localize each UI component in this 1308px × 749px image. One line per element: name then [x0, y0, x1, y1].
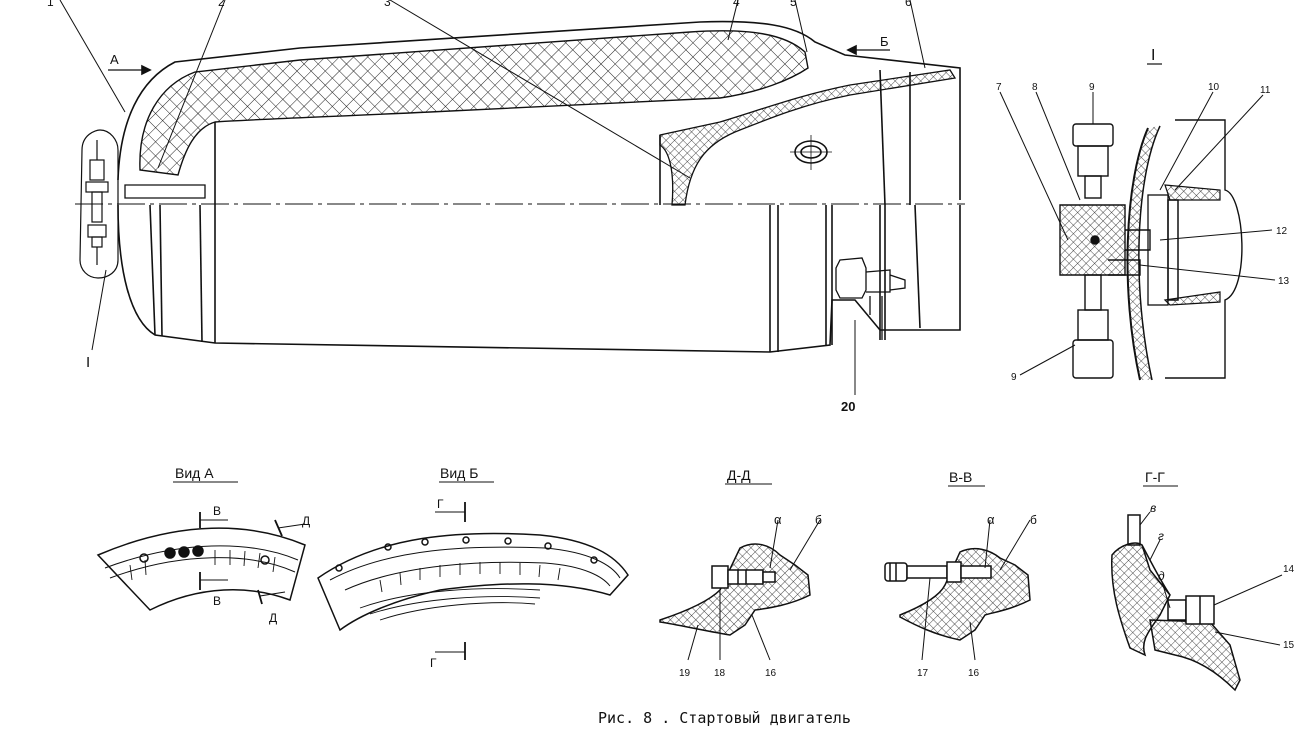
- propellant-charge-section: [139, 30, 809, 176]
- detail-liner-hatch: [1164, 184, 1221, 201]
- callout-3: 3: [384, 0, 391, 9]
- outer-shell-upper: [117, 20, 961, 200]
- detail-I-outline: [79, 129, 119, 279]
- svg-text:13: 13: [1278, 276, 1290, 287]
- callout-2: 2: [218, 0, 225, 9]
- svg-text:18: 18: [714, 668, 726, 679]
- section-В-В-title: В-В: [949, 469, 972, 485]
- svg-text:17: 17: [917, 668, 929, 679]
- svg-text:11: 11: [1260, 85, 1271, 96]
- detail-I-labels: I 7 8 9 10 11 12 13 9: [996, 47, 1290, 383]
- motor-main-view: [59, 0, 965, 395]
- view-A: [96, 481, 306, 611]
- svg-text:15: 15: [1283, 640, 1295, 651]
- svg-text:B: B: [213, 504, 221, 518]
- section-Г-Г-hatch: [1110, 542, 1171, 657]
- svg-text:г: г: [1158, 529, 1164, 543]
- nozzle-insert-section: [659, 69, 957, 206]
- section-Г-Г-title: Г-Г: [1145, 469, 1165, 485]
- svg-text:9: 9: [1011, 372, 1017, 383]
- svg-text:Д: Д: [269, 611, 277, 625]
- svg-text:16: 16: [968, 668, 980, 679]
- detail-I-view: [999, 63, 1276, 381]
- svg-text:7: 7: [996, 82, 1002, 93]
- figure-caption: Рис. 8 . Стартовый двигатель: [598, 709, 851, 727]
- arrow-label-A: A: [110, 52, 119, 67]
- section-Д-Д-hatch: [659, 543, 811, 636]
- svg-text:16: 16: [765, 668, 777, 679]
- svg-text:10: 10: [1208, 82, 1220, 93]
- svg-text:в: в: [1150, 501, 1156, 515]
- svg-text:д: д: [1158, 569, 1165, 583]
- svg-text:Д: Д: [302, 514, 310, 528]
- svg-text:Г: Г: [430, 656, 437, 670]
- section-Г-Г: [1110, 485, 1283, 692]
- svg-text:14: 14: [1283, 564, 1295, 575]
- callout-6: 6: [905, 0, 912, 9]
- main-callouts: 1 2 3 4 5 6 20 I A Б: [47, 0, 912, 414]
- arrow-label-Б: Б: [880, 34, 889, 49]
- svg-text:8: 8: [1032, 82, 1038, 93]
- section-В-В: [884, 485, 1031, 661]
- detail-title: I: [1151, 47, 1155, 64]
- detail-I-fitting: [85, 140, 109, 265]
- view-Б-title: Вид Б: [440, 465, 478, 481]
- motor-body-lower: [117, 204, 961, 353]
- svg-text:19: 19: [679, 668, 691, 679]
- svg-text:9: 9: [1089, 82, 1095, 93]
- callout-4: 4: [733, 0, 740, 9]
- tee-fitting: [1059, 123, 1151, 379]
- callout-1: 1: [47, 0, 54, 9]
- svg-text:B: B: [213, 594, 221, 608]
- svg-text:α: α: [987, 512, 995, 527]
- callout-I-bottom: I: [86, 354, 90, 371]
- svg-text:12: 12: [1276, 226, 1288, 237]
- section-arrow-Б: [846, 44, 890, 56]
- svg-text:Г: Г: [437, 497, 444, 511]
- svg-text:б: б: [1030, 513, 1037, 527]
- section-В-В-hatch: [899, 547, 1031, 641]
- svg-text:α: α: [774, 512, 782, 527]
- view-A-title: Вид А: [175, 465, 214, 481]
- callout-20: 20: [841, 399, 855, 414]
- section-arrow-A: [108, 64, 152, 76]
- callout-5: 5: [790, 0, 797, 9]
- detail-shell-hatch: [1127, 126, 1160, 380]
- svg-text:б: б: [815, 513, 822, 527]
- section-Д-Д-title: Д-Д: [727, 467, 751, 483]
- igniter-fitting: [835, 257, 906, 340]
- section-Д-Д: [659, 483, 821, 661]
- view-Б: [317, 481, 629, 660]
